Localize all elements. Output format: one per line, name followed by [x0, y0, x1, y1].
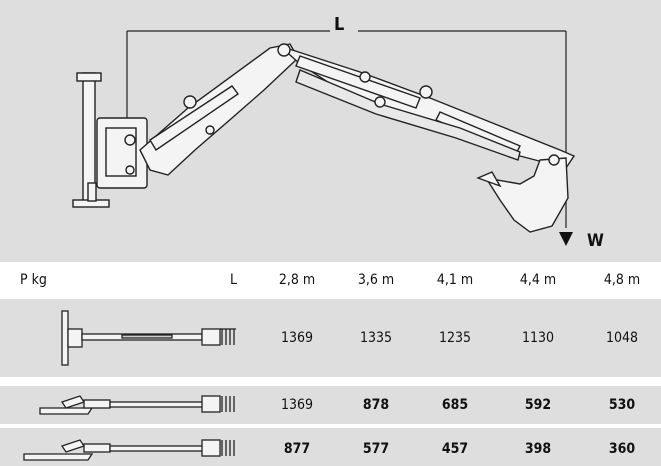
table-cell: 1130	[521, 330, 555, 346]
reach-column-header: L	[230, 272, 238, 288]
table-row: 877 577 457 398 360	[0, 428, 661, 466]
table-cell: 457	[441, 441, 469, 457]
column-header-4: 4,4 m	[519, 272, 557, 288]
reach-dimension-label: L	[334, 14, 345, 35]
stabilizer-flat-icon	[23, 439, 235, 461]
table-cell: 1369	[280, 397, 314, 413]
table-cell: 1369	[280, 330, 314, 346]
table-row: 1369 1335 1235 1130 1048	[0, 299, 661, 377]
table-cell: 1335	[359, 330, 393, 346]
backhoe-arm-drawing	[72, 30, 576, 246]
load-arrow-icon	[559, 232, 573, 246]
table-cell: 530	[608, 397, 636, 413]
table-cell: 592	[524, 397, 552, 413]
table-cell: 577	[362, 441, 390, 457]
column-header-5: 4,8 m	[603, 272, 641, 288]
table-cell: 878	[362, 397, 390, 413]
column-header-3: 4,1 m	[436, 272, 474, 288]
stabilizer-vertical-icon	[61, 310, 236, 366]
stabilizer-partly-lowered-icon	[39, 395, 235, 415]
column-header-2: 3,6 m	[357, 272, 395, 288]
table-cell: 1235	[438, 330, 472, 346]
column-header-1: 2,8 m	[278, 272, 316, 288]
load-column-header: P kg	[20, 272, 47, 288]
table-cell: 685	[441, 397, 469, 413]
load-weight-label: W	[587, 231, 604, 251]
table-row: 1369 878 685 592 530	[0, 386, 661, 424]
backhoe-diagram: L W	[0, 0, 661, 262]
table-cell: 398	[524, 441, 552, 457]
table-cell: 877	[283, 441, 311, 457]
table-cell: 1048	[605, 330, 639, 346]
table-cell: 360	[608, 441, 636, 457]
